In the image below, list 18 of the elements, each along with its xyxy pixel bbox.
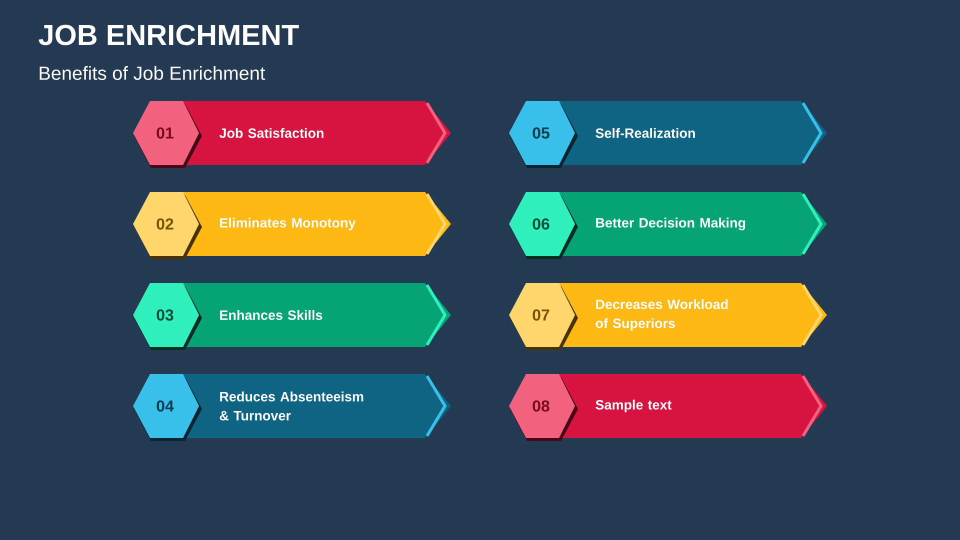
node-label: 05 [532,127,550,139]
numbered-banner: 02 Eliminates Monotony [133,192,451,259]
numbered-banner: 07 Decreases Workload of Superiors [509,283,827,350]
node-label: 07 [532,309,550,321]
numbered-banner: 03 Enhances Skills [133,283,451,350]
title: JOB ENRICHMENT [38,24,299,46]
node-label: 02 [156,218,174,230]
node-label: 04 [156,400,174,412]
numbered-banner: 01 Job Satisfaction [133,101,451,168]
numbered-banner: 06 Better Decision Making [509,192,827,259]
node-label: 03 [156,309,174,321]
node-label: 01 [156,127,174,139]
node-label: 06 [532,218,550,230]
numbered-banner: 04 Reduces Absenteeism & Turnover [133,374,451,441]
numbered-banner: 08 Sample text [509,374,827,441]
node-label: 08 [532,400,550,412]
subtitle: Benefits of Job Enrichment [40,66,266,80]
numbered-banner: 05 Self-Realization [509,101,827,168]
